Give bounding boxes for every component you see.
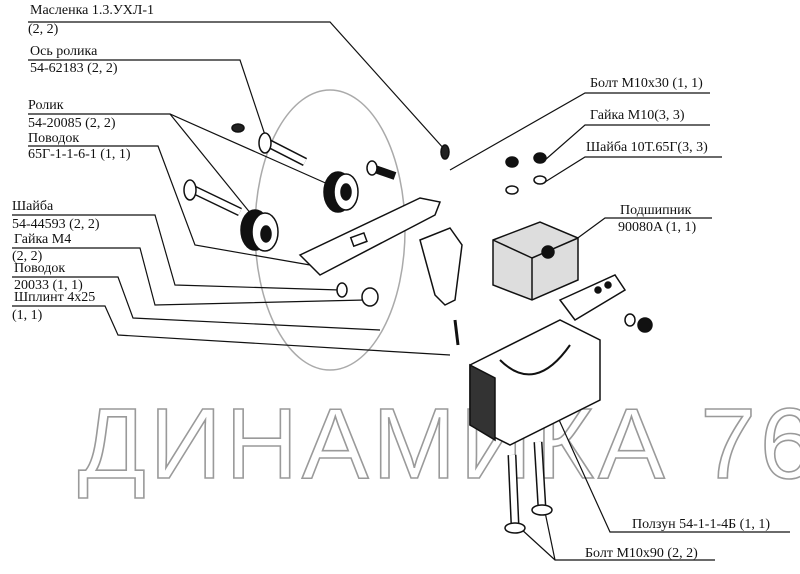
- lever-plate: [298, 197, 442, 276]
- label-lever-2: Поводок: [14, 261, 66, 276]
- label-nut-m4-qty: (2, 2): [12, 249, 43, 264]
- label-bearing-qty: 90080A (1, 1): [618, 220, 697, 235]
- label-nut-m10: Гайка М10(3, 3): [590, 108, 685, 123]
- washer-small: [336, 282, 348, 298]
- label-nut-m4: Гайка М4: [14, 232, 72, 247]
- cotter-pin: [453, 319, 460, 346]
- label-roller-axle: Ось ролика: [30, 44, 98, 59]
- label-bolt-m10x90: Болт М10x90 (2, 2): [585, 546, 698, 561]
- label-slider: Ползун 54-1-1-4Б (1, 1): [632, 517, 770, 532]
- leader-lines: [12, 21, 790, 561]
- roller: [323, 171, 359, 213]
- label-grease-fitting: Масленка 1.3.УХЛ-1: [30, 3, 155, 18]
- label-grease-fitting-qty: (2, 2): [28, 22, 59, 37]
- bolt-m10x90: [504, 454, 526, 534]
- grease-fitting-small: [231, 123, 245, 133]
- label-washer-10t: Шайба 10Т.65Г(3, 3): [586, 140, 708, 155]
- label-lever: Поводок: [28, 131, 80, 146]
- label-washer: Шайба: [12, 199, 54, 214]
- washer-10t: [624, 313, 636, 327]
- lever-pin: [349, 231, 368, 248]
- bolt-m10x30: [366, 160, 397, 180]
- label-roller-qty: 54-20085 (2, 2): [28, 116, 116, 131]
- label-lever-qty: 65Г-1-1-6-1 (1, 1): [28, 147, 131, 162]
- label-lever-2-qty: 20033 (1, 1): [14, 278, 83, 293]
- grease-fitting: [440, 144, 450, 160]
- bolt-m10x90: [531, 441, 553, 516]
- label-roller-axle-qty: 54-62183 (2, 2): [30, 61, 118, 76]
- nut-m10: [533, 152, 547, 164]
- label-cotter-pin: Шплинт 4x25: [14, 290, 96, 305]
- roller-2: [240, 209, 279, 252]
- roller-axle: [258, 132, 308, 167]
- label-cotter-pin-qty: (1, 1): [12, 308, 43, 323]
- label-roller: Ролик: [28, 98, 64, 113]
- nut-m10: [637, 317, 653, 333]
- slider: [469, 274, 627, 446]
- label-washer-qty: 54-44593 (2, 2): [12, 217, 100, 232]
- washer-10t: [533, 175, 547, 185]
- label-bearing: Подшипник: [620, 203, 692, 218]
- nut-m10: [505, 156, 519, 168]
- washer-10t: [505, 185, 519, 195]
- parts: [183, 123, 653, 534]
- label-bolt-m10x30: Болт М10x30 (1, 1): [590, 76, 703, 91]
- arm: [419, 227, 463, 306]
- watermark: ДИНАМИКА 76: [78, 388, 800, 500]
- bolt-left: [183, 179, 242, 217]
- nut-m4: [361, 287, 379, 307]
- bearing-block: [492, 221, 579, 301]
